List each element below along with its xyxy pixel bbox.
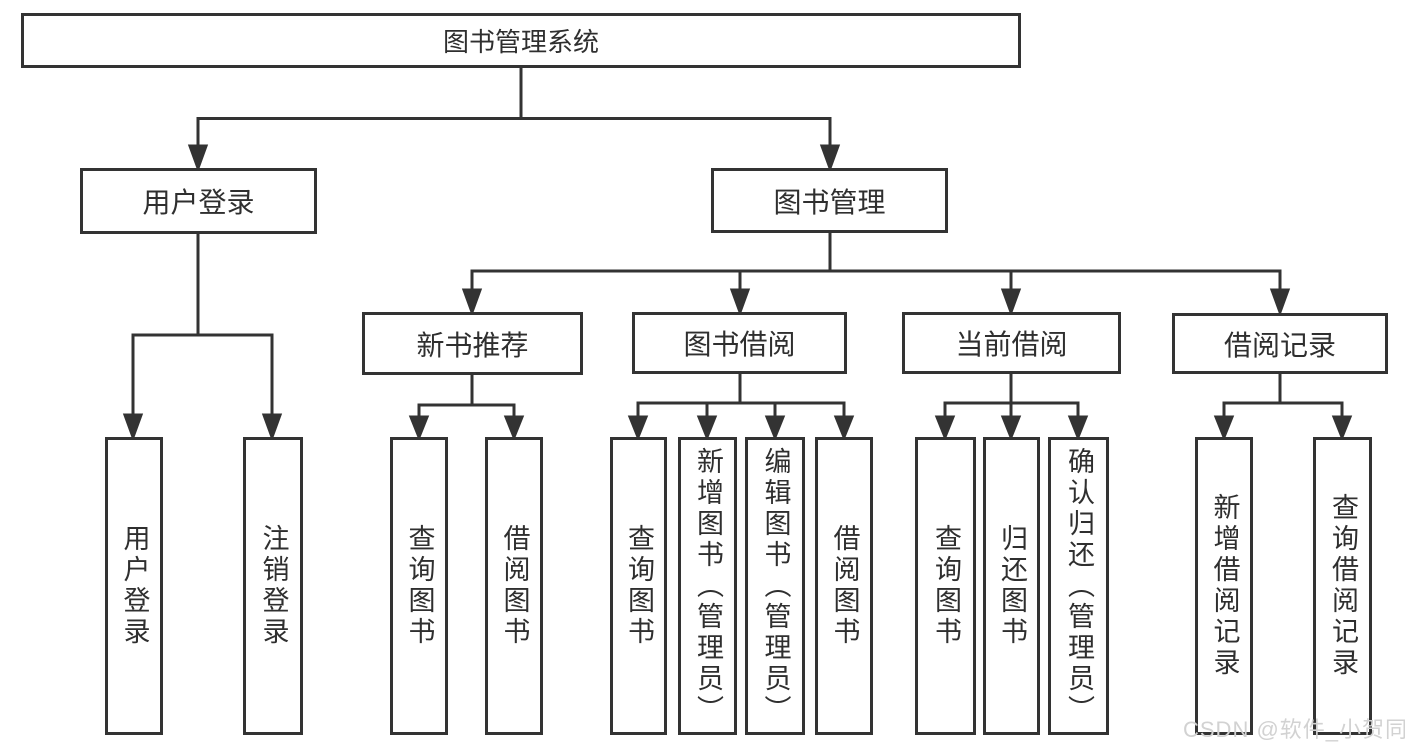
leaf-borrow-book-borrowing-label: 借阅图书	[829, 524, 860, 648]
connector-current-borrowing-to-leaves	[934, 374, 1089, 442]
leaf-add-book-admin: 新增图书（管理员）	[678, 437, 737, 735]
leaf-confirm-return-admin: 确认归还（管理员）	[1048, 437, 1109, 735]
node-current-borrowing: 当前借阅	[902, 312, 1121, 374]
leaf-borrow-book-borrowing: 借阅图书	[815, 437, 873, 735]
leaf-confirm-return-admin-label: 确认归还（管理员）	[1064, 446, 1094, 726]
leaf-logout-login-label: 注销登录	[258, 524, 289, 648]
node-root: 图书管理系统	[21, 13, 1021, 68]
connector-new-book-recommend-to-leaves	[408, 375, 525, 442]
leaf-logout-login: 注销登录	[243, 437, 303, 735]
connector-book-borrowing-to-leaves	[627, 374, 855, 442]
node-new-book-recommend: 新书推荐	[362, 312, 583, 375]
leaf-query-book-recommend: 查询图书	[390, 437, 448, 735]
leaf-edit-book-admin-label: 编辑图书（管理员）	[760, 446, 791, 726]
connector-user-login-to-leaves	[122, 234, 283, 442]
leaf-query-book-current-label: 查询图书	[931, 524, 961, 648]
leaf-borrow-book-recommend-label: 借阅图书	[499, 524, 530, 648]
leaf-edit-book-admin: 编辑图书（管理员）	[745, 437, 805, 735]
connector-borrowing-records-to-leaves	[1213, 374, 1353, 442]
connector-book-management-to-level3	[461, 233, 1291, 317]
leaf-user-login: 用户登录	[105, 437, 163, 735]
leaf-user-login-label: 用户登录	[119, 524, 150, 648]
watermark: CSDN @软件_小贺同学	[1183, 717, 1405, 742]
leaf-query-borrow-record-label: 查询借阅记录	[1328, 493, 1358, 679]
leaf-add-borrow-record-label: 新增借阅记录	[1209, 493, 1240, 679]
leaf-borrow-book-recommend: 借阅图书	[485, 437, 543, 735]
node-borrowing-records: 借阅记录	[1172, 313, 1388, 374]
connector-root-to-level2	[187, 68, 841, 173]
node-book-management: 图书管理	[711, 168, 948, 233]
leaf-query-book-borrowing-label: 查询图书	[624, 524, 654, 648]
leaf-query-book-borrowing: 查询图书	[610, 437, 667, 735]
node-user-login: 用户登录	[80, 168, 317, 234]
node-book-borrowing: 图书借阅	[632, 312, 847, 374]
leaf-query-book-current: 查询图书	[915, 437, 976, 735]
leaf-query-book-recommend-label: 查询图书	[404, 524, 435, 648]
leaf-query-borrow-record: 查询借阅记录	[1313, 437, 1372, 735]
leaf-add-book-admin-label: 新增图书（管理员）	[693, 446, 723, 726]
leaf-add-borrow-record: 新增借阅记录	[1195, 437, 1253, 735]
leaf-return-book: 归还图书	[983, 437, 1040, 735]
leaf-return-book-label: 归还图书	[997, 524, 1027, 648]
